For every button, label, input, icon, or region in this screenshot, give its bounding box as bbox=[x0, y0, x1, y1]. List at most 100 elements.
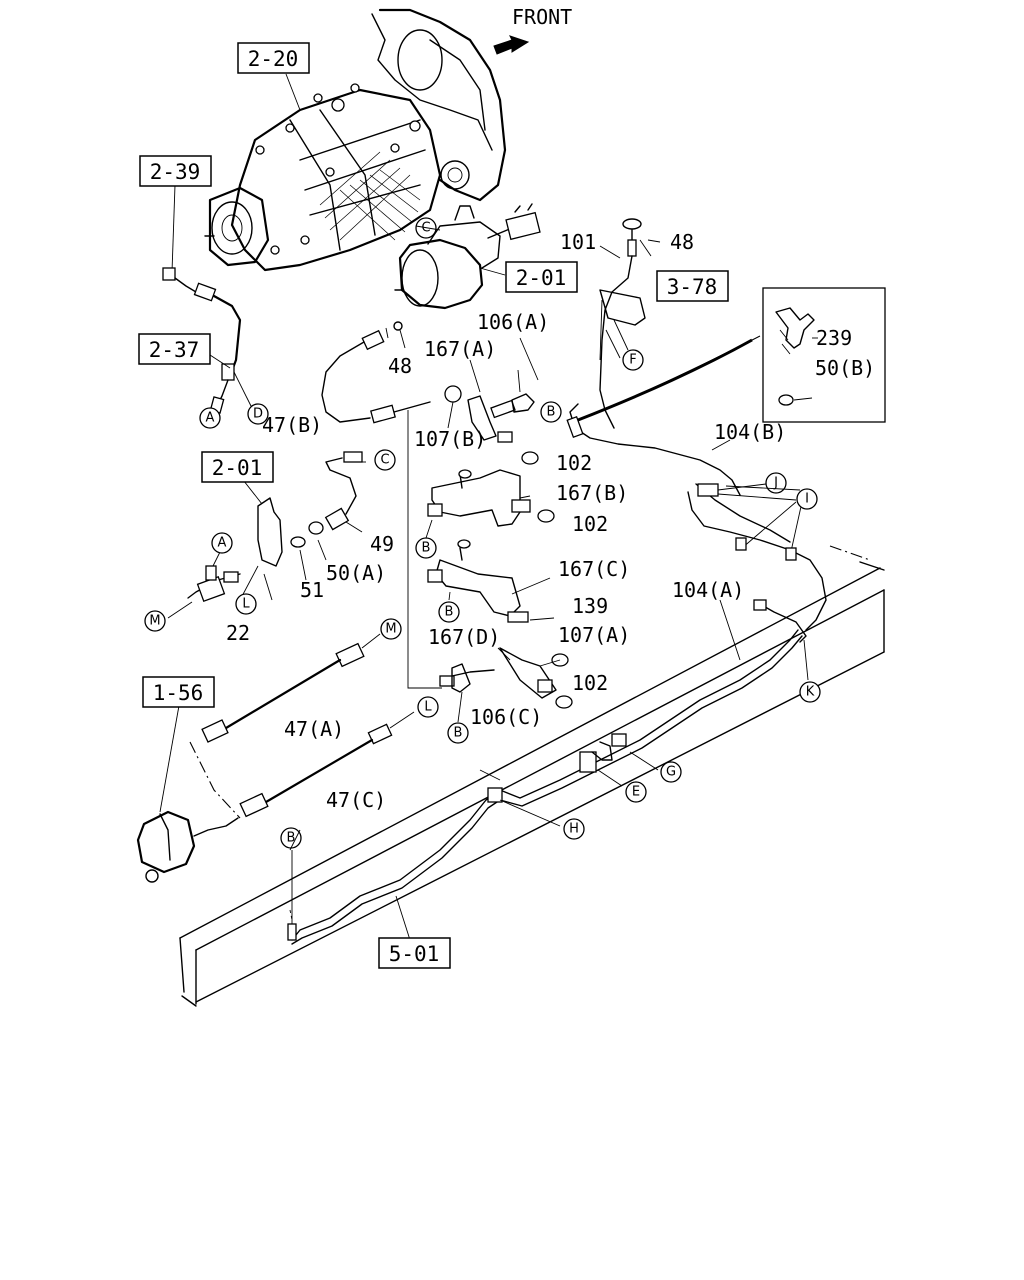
callout-l-2: L bbox=[417, 696, 439, 718]
ref-box-2-01-left[interactable]: 2-01 bbox=[201, 451, 274, 483]
transmission-assembly bbox=[204, 8, 507, 272]
label-102-b: 102 bbox=[572, 512, 608, 536]
label-47c: 47(C) bbox=[326, 788, 386, 812]
svg-text:5-01: 5-01 bbox=[389, 942, 440, 966]
leader-106c bbox=[457, 691, 463, 723]
svg-text:1-56: 1-56 bbox=[153, 681, 204, 705]
svg-text:A: A bbox=[218, 536, 227, 551]
leader-106a bbox=[519, 337, 539, 381]
bracket-167b bbox=[427, 469, 555, 527]
svg-text:B: B bbox=[445, 605, 454, 620]
label-101: 101 bbox=[560, 230, 596, 254]
callout-a-2: A bbox=[211, 532, 233, 554]
callout-a-top: A bbox=[199, 407, 221, 429]
leader-107b bbox=[447, 401, 454, 429]
label-167d: 167(D) bbox=[428, 625, 500, 649]
ref-box-2-01-top[interactable]: 2-01 bbox=[505, 261, 578, 293]
ref-box-5-01[interactable]: 5-01 bbox=[378, 937, 451, 969]
svg-text:A: A bbox=[206, 411, 215, 426]
svg-text:B: B bbox=[422, 541, 431, 556]
callout-b-3: B bbox=[438, 601, 460, 623]
svg-text:C: C bbox=[380, 453, 389, 468]
leader-b5 bbox=[289, 829, 301, 851]
label-104a: 104(A) bbox=[672, 578, 744, 602]
ref-box-2-20[interactable]: 2-20 bbox=[237, 42, 310, 74]
front-arrow-icon bbox=[493, 35, 530, 55]
frame-5-01 bbox=[179, 545, 885, 1007]
curve-arrow bbox=[577, 335, 761, 422]
bracket-2-01-left bbox=[167, 451, 363, 619]
valve-1-56 bbox=[136, 699, 241, 883]
leader-101 bbox=[599, 245, 621, 259]
leader-c-top bbox=[415, 225, 441, 231]
label-106a: 106(A) bbox=[477, 310, 549, 334]
svg-text:B: B bbox=[454, 726, 463, 741]
svg-text:E: E bbox=[632, 785, 640, 800]
svg-text:2-01: 2-01 bbox=[516, 266, 567, 290]
leader-i-a bbox=[725, 485, 801, 491]
label-51: 51 bbox=[300, 578, 324, 602]
leader-49 bbox=[345, 521, 363, 533]
pipe-47c bbox=[239, 711, 415, 818]
callout-m-1: M bbox=[144, 610, 166, 632]
svg-text:L: L bbox=[242, 597, 250, 612]
label-107b: 107(B) bbox=[414, 427, 486, 451]
guide-line bbox=[407, 410, 442, 689]
ref-box-3-78[interactable]: 3-78 bbox=[656, 270, 729, 302]
leader-50a bbox=[317, 539, 327, 561]
callout-f: F bbox=[622, 349, 644, 371]
leader-167b bbox=[519, 495, 531, 499]
label-22: 22 bbox=[226, 621, 250, 645]
callout-d-top: D bbox=[247, 403, 269, 425]
callout-j: J bbox=[765, 472, 787, 494]
svg-text:J: J bbox=[773, 476, 778, 491]
label-47b: 47(B) bbox=[262, 413, 322, 437]
pipe-47b bbox=[321, 321, 431, 424]
label-104b: 104(B) bbox=[714, 420, 786, 444]
label-48-top: 48 bbox=[670, 230, 694, 254]
callout-i: I bbox=[796, 488, 818, 510]
pipe-47a bbox=[201, 633, 381, 743]
leader-167d bbox=[497, 647, 511, 661]
label-167a: 167(A) bbox=[424, 337, 496, 361]
callout-c-2: C bbox=[374, 449, 396, 471]
svg-text:3-78: 3-78 bbox=[667, 275, 718, 299]
label-107a: 107(A) bbox=[558, 623, 630, 647]
svg-text:G: G bbox=[666, 765, 676, 780]
svg-text:K: K bbox=[806, 685, 815, 700]
ref-box-2-39[interactable]: 2-39 bbox=[139, 155, 212, 187]
callout-g: G bbox=[660, 761, 682, 783]
callout-e: E bbox=[625, 781, 647, 803]
pipe-104b bbox=[566, 403, 827, 631]
svg-text:F: F bbox=[629, 353, 636, 368]
leader-48-top bbox=[647, 239, 661, 243]
svg-text:L: L bbox=[424, 700, 432, 715]
leader-f bbox=[605, 329, 621, 359]
bracket-167a bbox=[444, 369, 539, 465]
svg-text:2-01: 2-01 bbox=[212, 456, 263, 480]
leader-139 bbox=[529, 617, 555, 621]
svg-text:D: D bbox=[253, 407, 263, 422]
label-102-a: 102 bbox=[556, 451, 592, 475]
ref-box-1-56[interactable]: 1-56 bbox=[142, 676, 215, 708]
svg-text:2-39: 2-39 bbox=[150, 160, 201, 184]
callout-k: K bbox=[799, 681, 821, 703]
svg-text:H: H bbox=[569, 822, 579, 837]
label-47a: 47(A) bbox=[284, 717, 344, 741]
svg-text:B: B bbox=[547, 405, 556, 420]
label-167c: 167(C) bbox=[558, 557, 630, 581]
ref-box-2-37[interactable]: 2-37 bbox=[138, 333, 211, 365]
svg-text:M: M bbox=[149, 614, 160, 629]
svg-text:M: M bbox=[385, 622, 396, 637]
inset-box bbox=[762, 287, 886, 423]
callout-h: H bbox=[563, 818, 585, 840]
svg-text:B: B bbox=[287, 831, 296, 846]
label-239: 239 bbox=[816, 326, 852, 350]
leader-167c bbox=[511, 577, 551, 595]
bracket-167c bbox=[427, 539, 529, 623]
label-106c: 106(C) bbox=[470, 705, 542, 729]
label-102-c: 102 bbox=[572, 671, 608, 695]
callout-b-5: B bbox=[280, 827, 302, 849]
front-label: FRONT bbox=[512, 5, 572, 29]
